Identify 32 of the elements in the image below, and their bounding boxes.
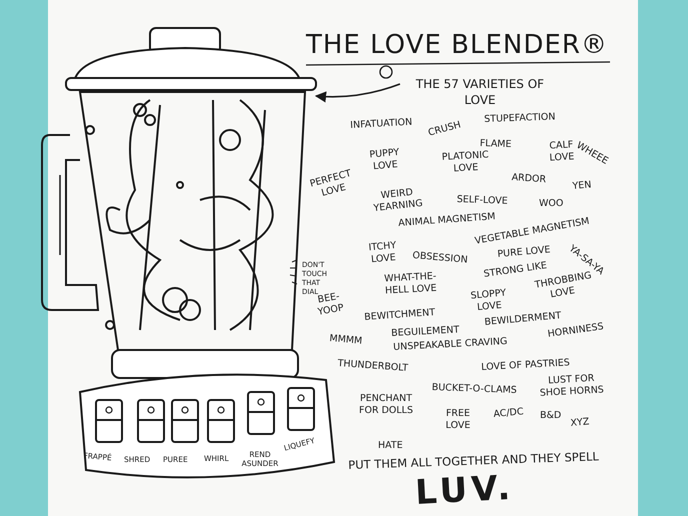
love-word: WHAT-THE-HELL LOVE bbox=[382, 270, 438, 298]
title: THE LOVE BLENDER® bbox=[306, 30, 609, 60]
love-word: CALF LOVE bbox=[548, 138, 576, 165]
love-word: PUPPY LOVE bbox=[368, 146, 401, 174]
love-word: PLATONIC LOVE bbox=[440, 149, 490, 176]
love-word: BEWITCHMENT bbox=[364, 307, 436, 324]
love-word: MMMM bbox=[328, 333, 363, 348]
love-word: WOO bbox=[539, 198, 564, 210]
love-word: OBSESSION bbox=[412, 250, 468, 267]
love-word: BUCKET-O-CLAMS bbox=[432, 382, 517, 397]
love-word: THUNDERBOLT bbox=[337, 358, 408, 375]
love-word: STUPEFACTION bbox=[484, 112, 556, 126]
arrow bbox=[314, 83, 400, 102]
love-word: XYZ bbox=[570, 416, 590, 430]
love-word: PENCHANT FOR DOLLS bbox=[358, 393, 414, 417]
love-word: FREE LOVE bbox=[444, 408, 472, 432]
love-word: AC/DC bbox=[493, 406, 524, 421]
love-word: STRONG LIKE bbox=[483, 260, 548, 280]
love-word: LUST FOR SHOE HORNS bbox=[538, 372, 606, 400]
love-word: CRUSH bbox=[427, 119, 462, 140]
subtitle: THE 57 VARIETIES OF LOVE bbox=[400, 76, 560, 110]
love-word: BEE-YOOP bbox=[316, 290, 346, 320]
love-word: B&D bbox=[540, 410, 562, 422]
love-word: ITCHY LOVE bbox=[367, 240, 398, 267]
love-word: YEN bbox=[572, 179, 592, 193]
love-word: PURE LOVE bbox=[497, 244, 551, 261]
love-word: LOVE OF PASTRIES bbox=[481, 357, 570, 374]
love-word: SLOPPY LOVE bbox=[469, 287, 507, 314]
love-word: ARDOR bbox=[511, 172, 546, 186]
love-word: FLAME bbox=[480, 138, 512, 150]
love-word: SELF-LOVE bbox=[456, 194, 508, 208]
love-word: INFATUATION bbox=[350, 116, 412, 132]
